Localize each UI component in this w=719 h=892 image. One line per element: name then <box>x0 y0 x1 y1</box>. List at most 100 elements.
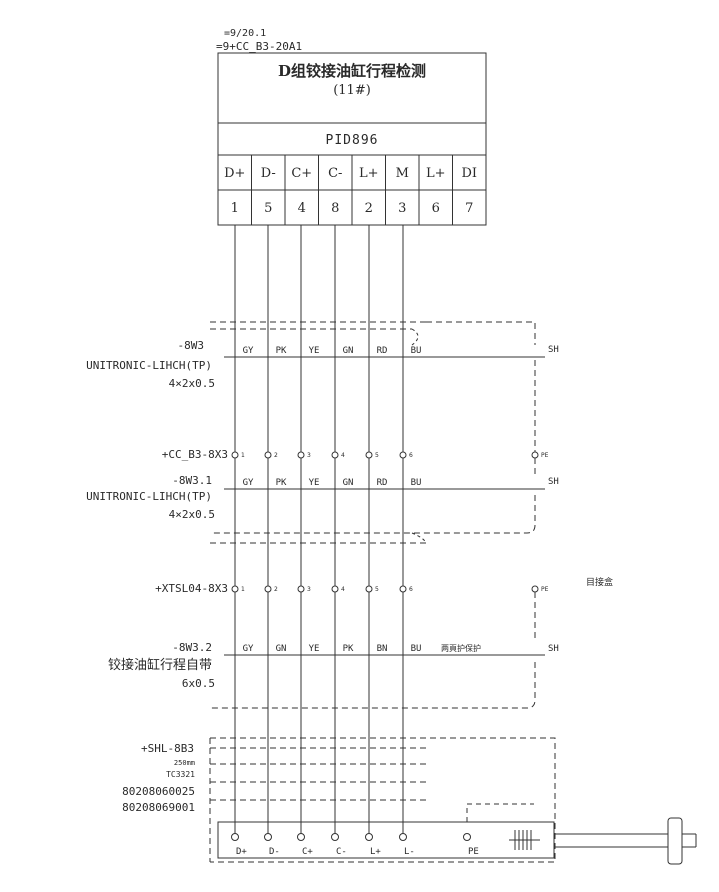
junction-terminal-number: 1 <box>241 452 245 459</box>
cable-3-type: 铰接油缸行程自带 <box>108 657 212 673</box>
cable-2-shield: SH <box>548 477 559 487</box>
cable-1: -8W3 UNITRONIC-LIHCH(TP) 4×2x0.5 SH <box>86 321 559 455</box>
junction-terminal-number: 4 <box>341 452 345 459</box>
sensor-part-1: 80208060025 <box>122 785 195 798</box>
cable-2-spec: 4×2x0.5 <box>169 508 215 521</box>
junction-terminal <box>264 585 272 593</box>
wire-color-label: GY <box>243 478 254 488</box>
sensor-pin <box>399 833 407 841</box>
terminal-label: L+ <box>426 166 446 181</box>
junction-1-pe: PE <box>541 452 549 459</box>
junction-terminal-number: 6 <box>409 586 413 593</box>
device-subtitle: (11#) <box>333 83 371 98</box>
sensor-body <box>217 821 555 859</box>
junction-terminal-number: 4 <box>341 586 345 593</box>
sensor-pin-label: L+ <box>370 847 381 857</box>
junction-terminal <box>264 451 272 459</box>
terminal-number: 3 <box>398 201 406 216</box>
sensor-pin-label: D- <box>269 847 280 857</box>
terminal-number: 2 <box>365 201 373 216</box>
cable-3-note: 两頁护保护 <box>441 643 481 653</box>
junction-pe-terminal <box>531 585 539 593</box>
sensor-pins: D+D-C+C-L+L-PE <box>231 833 479 857</box>
wire-color-label: YE <box>309 478 320 488</box>
sensor-pin-label: PE <box>468 847 479 857</box>
signal-wires <box>234 225 404 834</box>
sensor-tag: +SHL-8B3 <box>141 742 194 755</box>
wire-color-label: GN <box>343 346 354 356</box>
junction-terminal <box>231 451 239 459</box>
terminal-label: C- <box>328 166 342 181</box>
junction-terminal <box>297 451 305 459</box>
terminal-label: L+ <box>359 166 379 181</box>
device-block: D组铰接油缸行程检测 (11#) PID896 <box>217 52 487 226</box>
wire-color-labels: GY PK YE GN RD BU GY PK YE GN RD BU GY GN YE PK BN BU <box>243 346 422 654</box>
junction-terminal-number: 5 <box>375 586 379 593</box>
junction-terminal-number: 2 <box>274 452 278 459</box>
wire-color-label: GN <box>343 478 354 488</box>
junction-terminal <box>365 451 373 459</box>
header-ref: =9+CC_B3-20A1 <box>216 40 302 53</box>
sensor-length: 250mm <box>174 759 195 767</box>
junction-terminal-number: 5 <box>375 452 379 459</box>
cable-3-spec: 6x0.5 <box>182 677 215 690</box>
sensor-rod-icon <box>509 817 697 865</box>
sensor-pin <box>365 833 373 841</box>
terminal-label: C+ <box>291 166 312 181</box>
cable-2-type: UNITRONIC-LIHCH(TP) <box>86 490 212 503</box>
junction-2-pe: PE <box>541 586 549 593</box>
wire-color-label: GY <box>243 644 254 654</box>
cable-3: -8W3.2 铰接油缸行程自带 6x0.5 两頁护保护 SH <box>108 592 559 709</box>
wire-color-label: RD <box>377 478 388 488</box>
wire-color-label: PK <box>276 346 287 356</box>
wire-color-label: YE <box>309 346 320 356</box>
sensor-part-2: 80208069001 <box>122 801 195 814</box>
wire-color-label: YE <box>309 644 320 654</box>
junction-terminal <box>331 451 339 459</box>
junction-terminal-number: 3 <box>307 586 311 593</box>
wire-color-label: BN <box>377 644 388 654</box>
junction-terminal <box>297 585 305 593</box>
sensor-type: TC3321 <box>166 770 195 779</box>
sensor-pin <box>264 833 272 841</box>
terminal-label: D- <box>261 166 276 181</box>
terminal-number: 7 <box>465 201 473 216</box>
terminal-number: 4 <box>298 201 306 216</box>
sensor-pin-label: C- <box>336 847 347 857</box>
junction-terminal <box>365 585 373 593</box>
cable-1-shield: SH <box>548 345 559 355</box>
wire-color-label: GN <box>276 644 287 654</box>
junction-1-tag: +CC_B3-8X3 <box>162 448 228 461</box>
wire-color-label: BU <box>411 346 422 356</box>
wire-color-label: BU <box>411 644 422 654</box>
junction-terminal <box>231 585 239 593</box>
sensor-pin <box>331 833 339 841</box>
wire-color-label: PK <box>343 644 354 654</box>
junction-pe-terminal <box>531 451 539 459</box>
cable-1-type: UNITRONIC-LIHCH(TP) <box>86 359 212 372</box>
junction-2-tag: +XTSL04-8X3 <box>155 582 228 595</box>
wire-color-label: RD <box>377 346 388 356</box>
junction-terminal <box>331 585 339 593</box>
terminal-number: 6 <box>432 201 440 216</box>
cable-3-shield: SH <box>548 644 559 654</box>
terminal-label: DI <box>461 166 477 181</box>
wire-color-label: GY <box>243 346 254 356</box>
terminal-number: 5 <box>264 201 272 216</box>
wire-color-label: BU <box>411 478 422 488</box>
cable-2-tag: -8W3.1 <box>172 474 212 487</box>
sensor-pin <box>231 833 239 841</box>
cable-2: -8W3.1 UNITRONIC-LIHCH(TP) 4×2x0.5 SH <box>86 458 559 544</box>
sensor-pin-label: D+ <box>236 847 247 857</box>
junction-terminal-number: 2 <box>274 586 278 593</box>
junction-terminal-number: 6 <box>409 452 413 459</box>
wire-color-label: PK <box>276 478 287 488</box>
junction-2-note: 目接盒 <box>586 576 613 588</box>
terminal-number: 1 <box>231 201 239 216</box>
junction-terminal <box>399 585 407 593</box>
header-ref-top: =9/20.1 <box>224 28 266 39</box>
terminal-number: 8 <box>331 201 339 216</box>
junction-terminal-number: 1 <box>241 586 245 593</box>
